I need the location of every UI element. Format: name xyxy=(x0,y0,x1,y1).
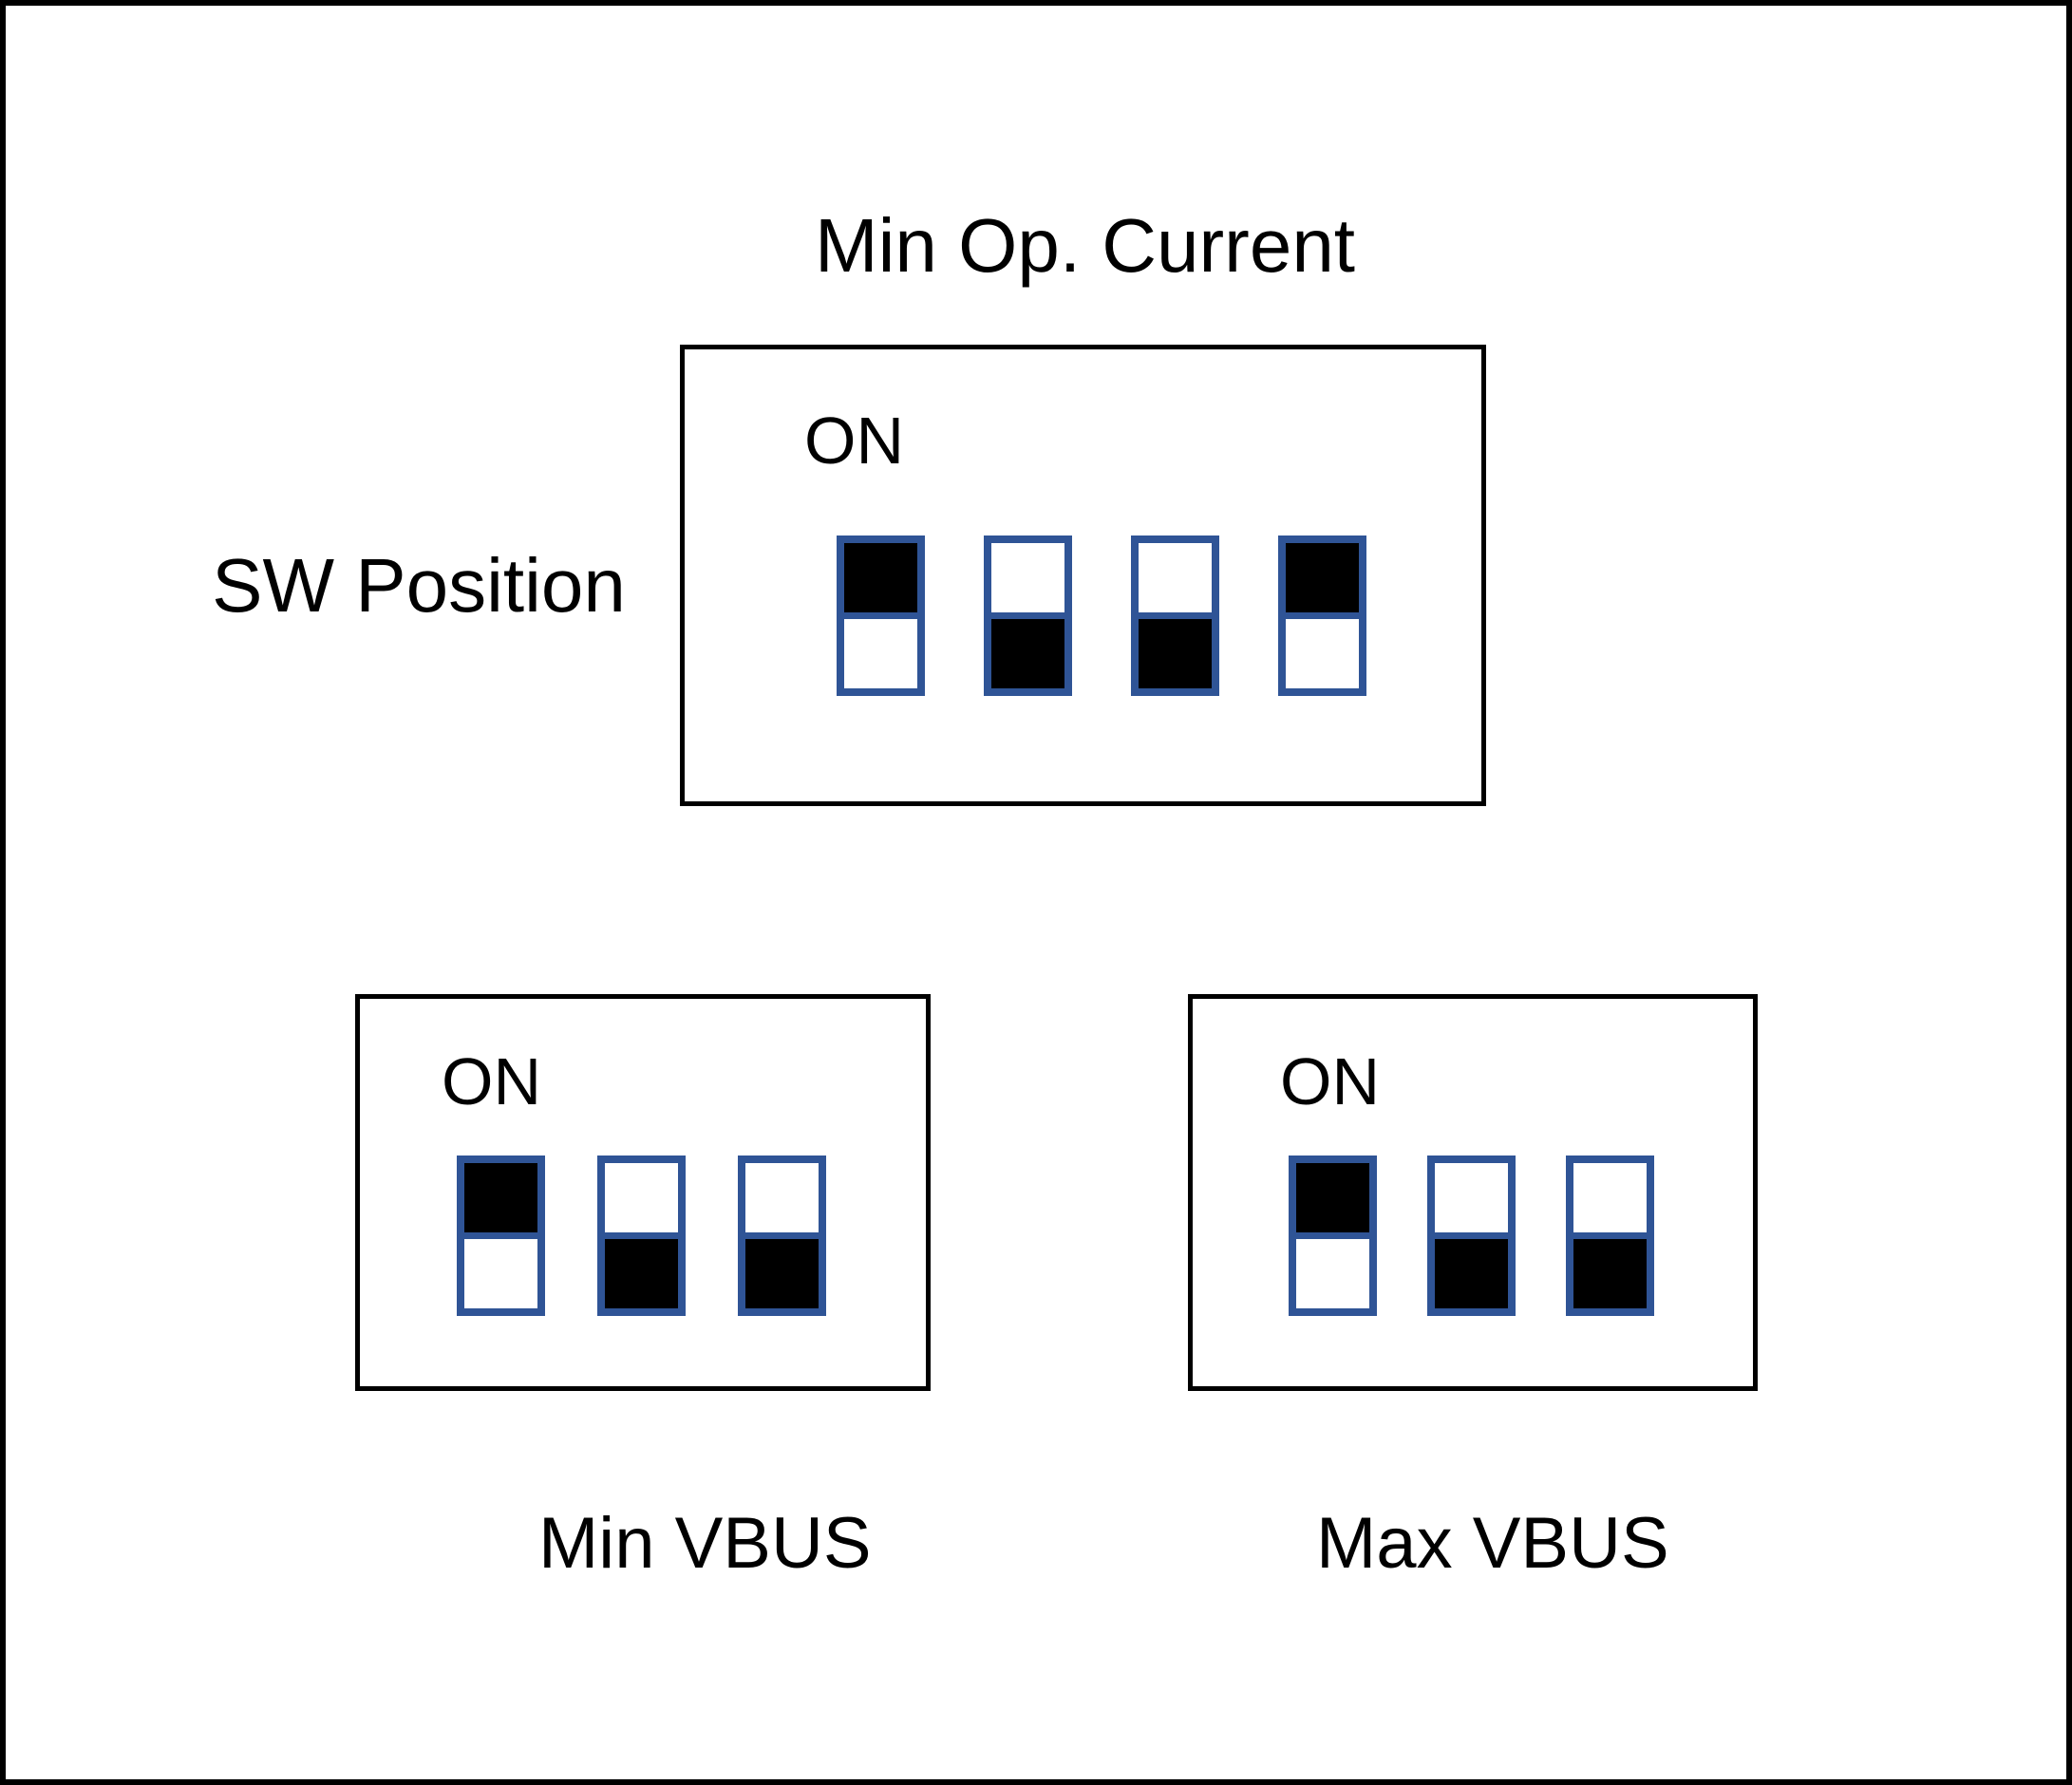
switch-bottom-cell xyxy=(1435,1239,1508,1308)
switch-bottom-cell xyxy=(464,1239,537,1308)
dip-switch-up xyxy=(1278,536,1366,696)
dip-switch-up xyxy=(837,536,925,696)
switch-bottom-cell xyxy=(1139,619,1212,688)
dip-switch-down xyxy=(738,1156,826,1316)
switch-top-cell xyxy=(605,1163,678,1232)
switch-bottom-cell xyxy=(991,619,1064,688)
dip-switch-down xyxy=(1566,1156,1654,1316)
caption-min-vbus: Min VBUS xyxy=(538,1503,872,1584)
switch-top-cell xyxy=(464,1163,537,1232)
dip-switch-down xyxy=(1427,1156,1516,1316)
switch-top-cell xyxy=(844,543,917,612)
switch-bottom-cell xyxy=(605,1239,678,1308)
switch-bottom-cell xyxy=(1286,619,1359,688)
on-label-min-op-current: ON xyxy=(804,404,904,478)
switch-top-cell xyxy=(991,543,1064,612)
switch-top-cell xyxy=(1286,543,1359,612)
switch-top-cell xyxy=(1435,1163,1508,1232)
switch-bottom-cell xyxy=(745,1239,819,1308)
switch-row-max-vbus xyxy=(1289,1156,1654,1316)
switch-top-cell xyxy=(1139,543,1212,612)
on-label-max-vbus: ON xyxy=(1280,1044,1380,1118)
switch-top-cell xyxy=(745,1163,819,1232)
dip-switch-down xyxy=(1131,536,1219,696)
on-label-min-vbus: ON xyxy=(442,1044,541,1118)
switch-top-cell xyxy=(1573,1163,1647,1232)
dip-switch-down xyxy=(984,536,1072,696)
switch-row-min-vbus xyxy=(457,1156,826,1316)
sw-position-label: SW Position xyxy=(212,543,626,628)
caption-max-vbus: Max VBUS xyxy=(1316,1503,1669,1584)
switch-bottom-cell xyxy=(844,619,917,688)
figure-title: Min Op. Current xyxy=(814,203,1356,288)
dip-switch-down xyxy=(597,1156,686,1316)
switch-top-cell xyxy=(1296,1163,1369,1232)
switch-row-min-op-current xyxy=(837,536,1366,696)
dip-switch-up xyxy=(457,1156,545,1316)
switch-bottom-cell xyxy=(1573,1239,1647,1308)
switch-bottom-cell xyxy=(1296,1239,1369,1308)
dip-switch-up xyxy=(1289,1156,1377,1316)
